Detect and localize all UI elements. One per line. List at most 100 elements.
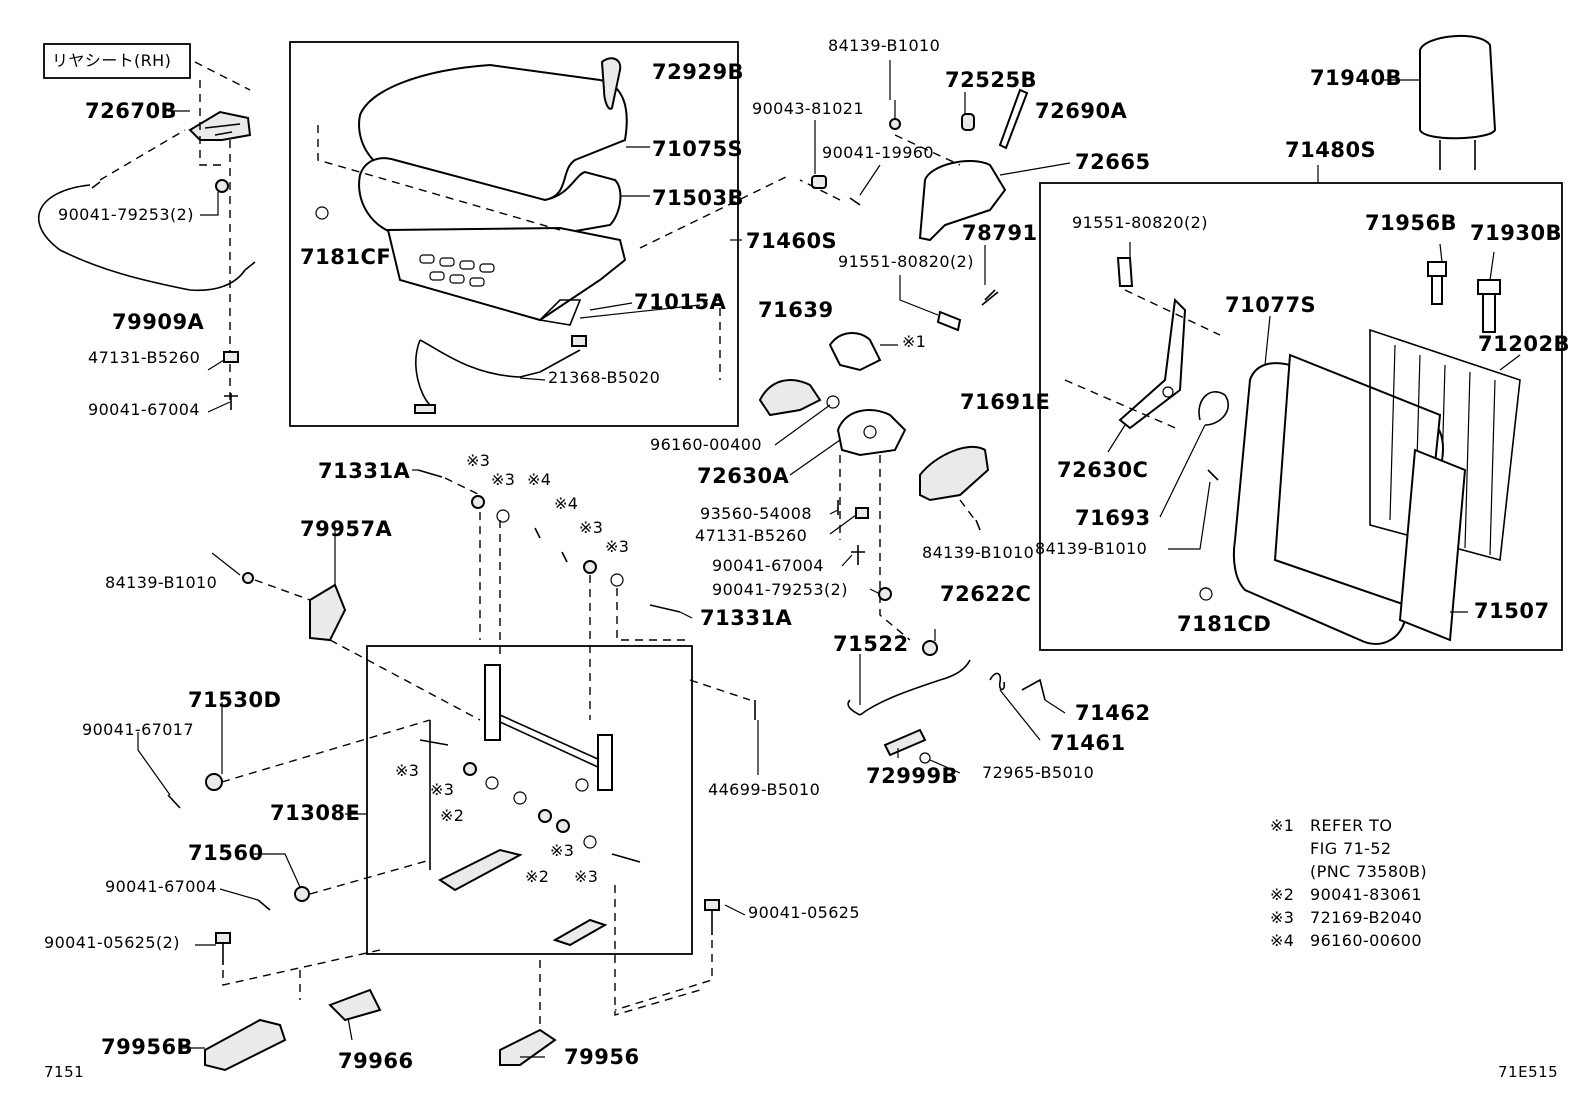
marked-nut-3g [556, 819, 570, 833]
mark-3e: ※3 [395, 761, 420, 780]
legend-mark-2: ※2 [1270, 885, 1295, 904]
label-79966: 79966 [338, 1049, 414, 1073]
marked-washer-2a [513, 791, 527, 805]
mark-3g: ※3 [550, 841, 575, 860]
pin-71331A-b [649, 604, 681, 613]
label-93560-54008: 93560-54008 [700, 504, 812, 523]
cover-71691E [919, 445, 990, 502]
cable-part [38, 181, 256, 292]
bolt-90041-19960 [849, 197, 861, 206]
label-72690A: 72690A [1035, 99, 1128, 123]
bracket-refer-fig [828, 332, 882, 372]
label-71530D: 71530D [188, 688, 282, 712]
cover-79957A [309, 583, 347, 642]
legend-mark-4: ※4 [1270, 931, 1295, 950]
clip-7181CF [315, 206, 329, 220]
label-90041-05625: 90041-05625 [748, 903, 860, 922]
marked-washer-3h [583, 835, 597, 849]
label-21368-B5020: 21368-B5020 [548, 368, 661, 387]
footer-right-code: 71E515 [1498, 1063, 1559, 1081]
label-72670B: 72670B [85, 99, 178, 123]
label-47131-B5260-b: 47131-B5260 [695, 526, 808, 545]
marked-nut-2b [538, 809, 552, 823]
spring-78791 [981, 289, 999, 306]
mark-3h: ※3 [574, 867, 599, 886]
legend-mark-1: ※1 [1270, 816, 1295, 835]
hinge-bracket-part [188, 110, 252, 141]
release-lever-72690A [998, 88, 1029, 150]
label-79957A: 79957A [300, 517, 393, 541]
label-90041-19960: 90041-19960 [822, 143, 934, 162]
screw-90041-67017 [167, 794, 181, 809]
label-79909A: 79909A [112, 310, 205, 334]
hook-part-72929B [600, 57, 622, 110]
label-90041-67017: 90041-67017 [82, 720, 194, 739]
mark-4b: ※4 [554, 494, 579, 513]
label-84139-B1010-left: 84139-B1010 [105, 573, 218, 592]
label-72929B: 72929B [652, 60, 745, 84]
label-90041-79253-2-a: 90041-79253(2) [58, 205, 194, 224]
label-84139-B1010-top: 84139-B1010 [828, 36, 941, 55]
nut-90041-79253-b [878, 587, 892, 601]
mark-3a: ※3 [466, 451, 491, 470]
legend-text-3: 72169-B2040 [1310, 908, 1423, 927]
bolt-part-a [224, 393, 238, 410]
cushion-frame [386, 226, 627, 326]
bushing-71560 [294, 886, 310, 902]
bolt-91551-b [1116, 257, 1134, 287]
slide-rail-a [438, 848, 523, 892]
legend-text-2: 90041-83061 [1310, 885, 1422, 904]
bolt-90041-05625-2 [215, 932, 231, 965]
legend-line-2: FIG 71-52 [1310, 839, 1392, 858]
pin-lower-b [611, 853, 641, 863]
label-72665: 72665 [1075, 150, 1151, 174]
label-71522: 71522 [833, 632, 909, 656]
washer-72965 [919, 752, 931, 764]
bolt-90041-05625 [704, 899, 720, 935]
footer-left-code: 7151 [44, 1063, 85, 1081]
guide-71956B [1427, 261, 1447, 305]
recliner-72630A [836, 409, 907, 457]
clip-71462 [1021, 678, 1046, 701]
label-71462: 71462 [1075, 701, 1151, 725]
cable-71522 [847, 659, 971, 716]
label-47131-B5260-a: 47131-B5260 [88, 348, 201, 367]
legend-line-1: REFER TO [1310, 816, 1393, 835]
label-84139-B1010-right: 84139-B1010 [1035, 539, 1148, 558]
label-79956B: 79956B [101, 1035, 194, 1059]
bolt-90041-67004-b [851, 545, 865, 565]
washer-96160 [826, 395, 840, 409]
marked-washer-3f [485, 776, 499, 790]
header-tag: リヤシート(RH) [52, 51, 172, 70]
marked-nut-3a [471, 495, 485, 509]
label-71015A: 71015A [634, 290, 727, 314]
mark-3c: ※3 [579, 518, 604, 537]
label-71460S: 71460S [746, 229, 838, 253]
label-90041-67004-a: 90041-67004 [88, 400, 200, 419]
bushing-47131-b [855, 507, 869, 519]
cap-72525B [961, 113, 975, 131]
label-90041-79253-2-b: 90041-79253(2) [712, 580, 848, 599]
lower-frame-71308E [484, 664, 613, 792]
marked-nut-3e [463, 762, 477, 776]
mark-3d: ※3 [605, 537, 630, 556]
screw-90041-67004-c [257, 899, 271, 911]
label-72965-B5010: 72965-B5010 [982, 763, 1095, 782]
screw-84139-right [1207, 469, 1219, 481]
label-71930B: 71930B [1470, 221, 1563, 245]
ref-mark-1: ※1 [902, 332, 927, 351]
label-71503B: 71503B [652, 186, 745, 210]
label-71639: 71639 [758, 298, 834, 322]
bolt-84139-top [889, 118, 901, 130]
legend-text-4: 96160-00600 [1310, 931, 1422, 950]
marked-clip-4a [534, 527, 541, 539]
mark-3f: ※3 [430, 780, 455, 799]
mark-4a: ※4 [527, 470, 552, 489]
handle-72999B [883, 728, 927, 757]
label-71202B: 71202B [1478, 332, 1571, 356]
label-72525B: 72525B [945, 68, 1038, 92]
mark-2a: ※2 [440, 806, 465, 825]
marked-washer-3b [496, 509, 510, 523]
